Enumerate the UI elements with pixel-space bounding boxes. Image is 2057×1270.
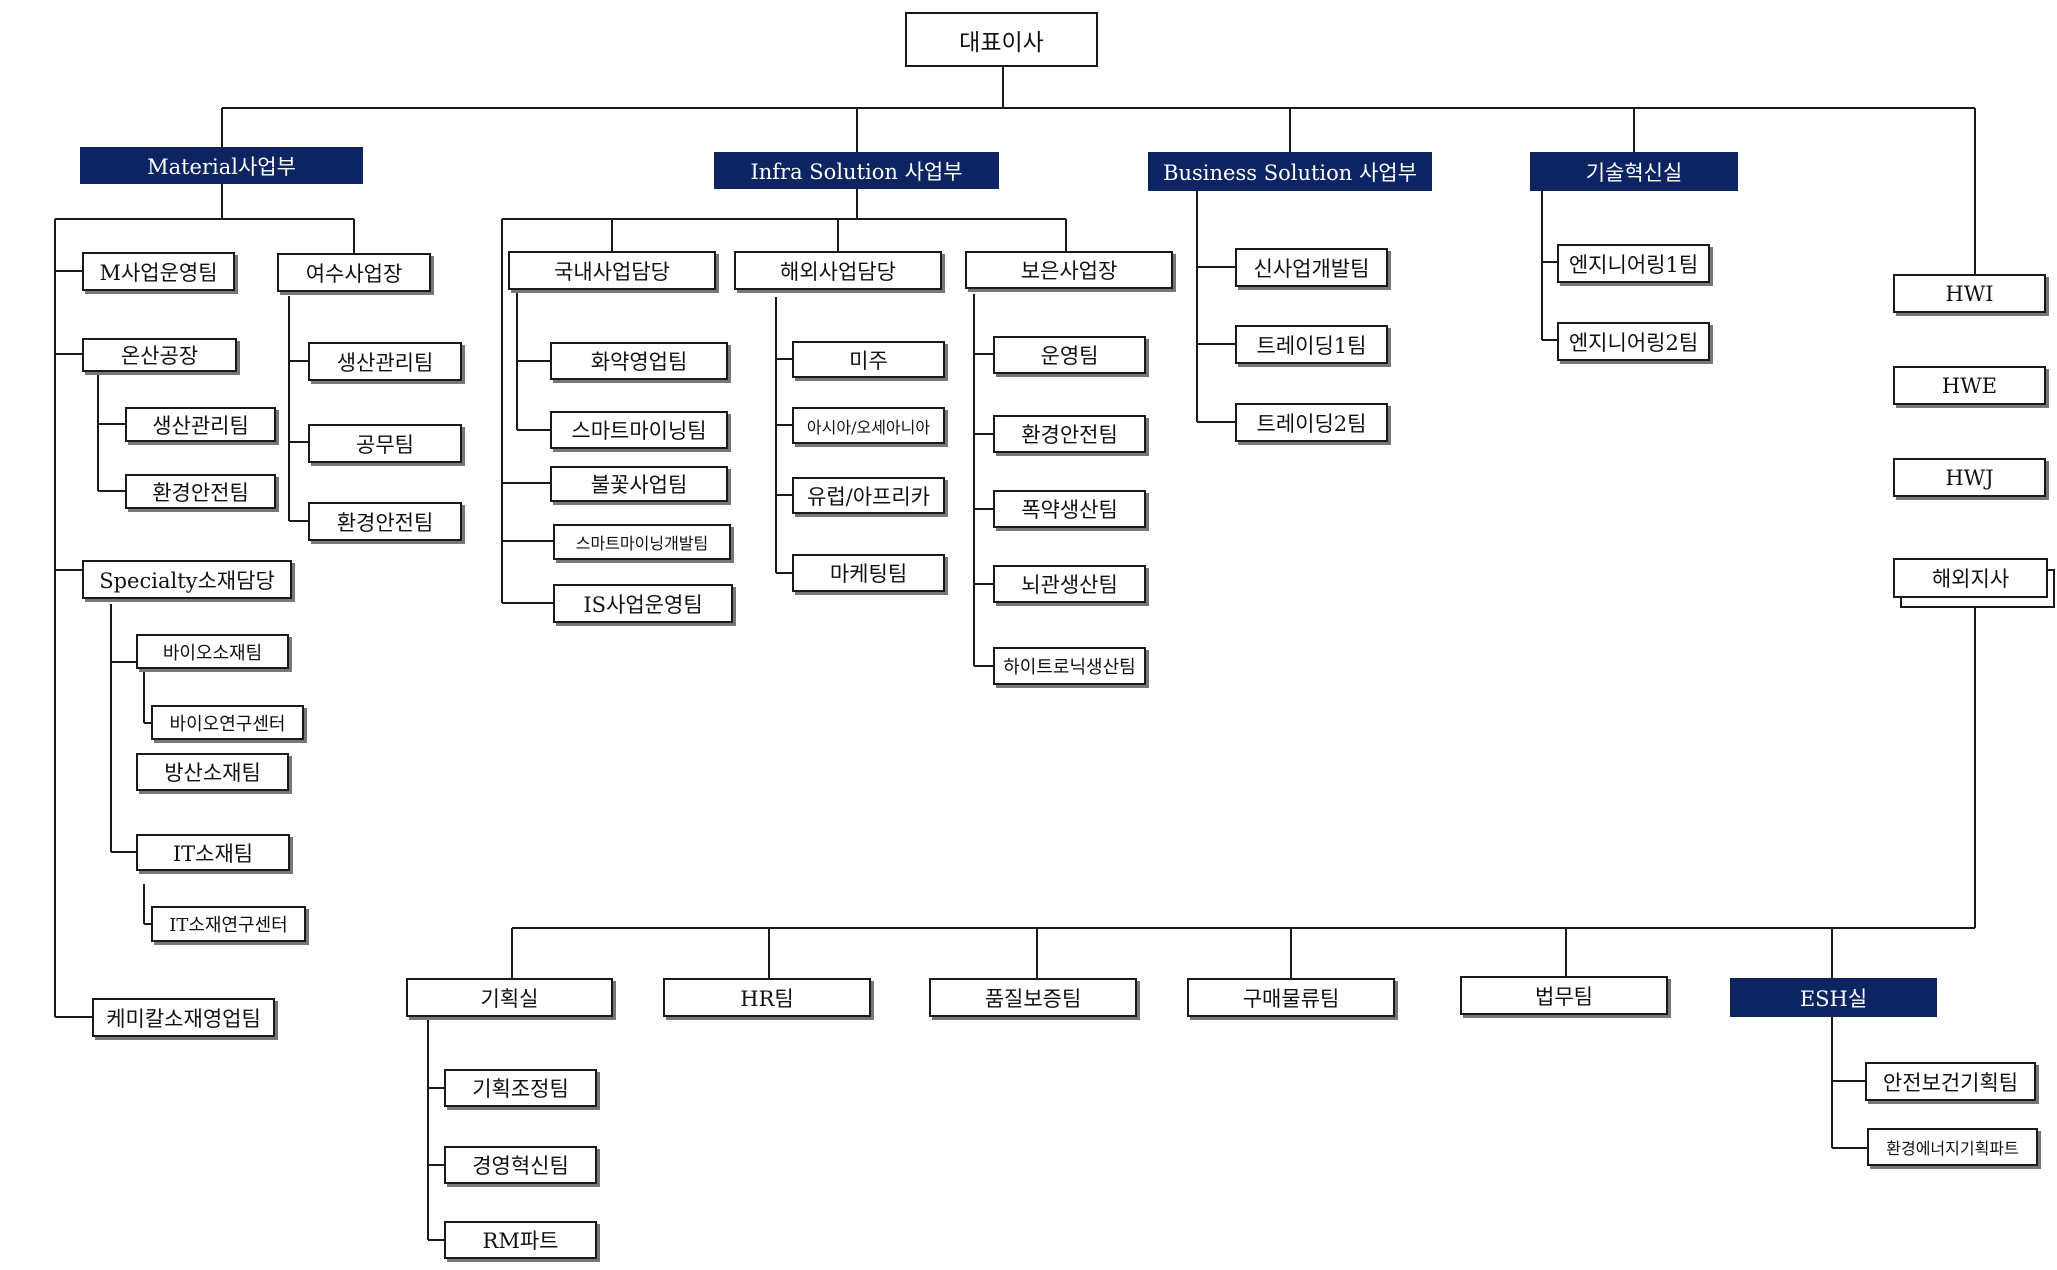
trading-2-team: 트레이딩2팀 <box>1235 403 1388 442</box>
overseas-branch-box: 해외지사 <box>1893 558 2048 598</box>
bio-materials-team: 바이오소재팀 <box>136 634 289 669</box>
tech-innovation-header: 기술혁신실 <box>1530 152 1738 191</box>
onsan-production-team: 생산관리팀 <box>125 407 276 442</box>
boeun-env-safety-team: 환경안전팀 <box>993 415 1146 453</box>
hwj-box: HWJ <box>1893 458 2046 497</box>
americas-team: 미주 <box>792 341 945 378</box>
hitronic-production-team: 하이트로닉생산팀 <box>993 647 1146 685</box>
hwi-box: HWI <box>1893 274 2046 313</box>
onsan-plant: 온산공장 <box>82 338 237 372</box>
it-materials-team: IT소재팀 <box>136 834 290 871</box>
detonator-production-team: 뇌관생산팀 <box>993 565 1146 603</box>
fireworks-business-team: 불꽃사업팀 <box>550 466 728 502</box>
it-materials-research-center: IT소재연구센터 <box>151 906 306 942</box>
defense-materials-team: 방산소재팀 <box>136 753 289 791</box>
env-energy-planning-part: 환경에너지기획파트 <box>1867 1128 2038 1166</box>
boeun-site: 보은사업장 <box>965 251 1173 289</box>
planning-coordination-team: 기획조정팀 <box>444 1069 597 1107</box>
purchasing-logistics-team: 구매물류팀 <box>1187 978 1395 1017</box>
trading-1-team: 트레이딩1팀 <box>1235 325 1388 364</box>
hwe-box: HWE <box>1893 366 2046 405</box>
yeosu-site: 여수사업장 <box>277 253 431 292</box>
ceo-box: 대표이사 <box>905 12 1098 67</box>
safety-health-planning-team: 안전보건기획팀 <box>1865 1062 2036 1101</box>
quality-assurance-team: 품질보증팀 <box>929 978 1137 1017</box>
smart-mining-dev-team: 스마트마이닝개발팀 <box>553 524 731 560</box>
engineering-1-team: 엔지니어링1팀 <box>1557 244 1710 283</box>
explosives-sales-team: 화약영업팀 <box>550 342 728 380</box>
infra-division-header: Infra Solution 사업부 <box>714 152 999 189</box>
boeun-operations-team: 운영팀 <box>993 336 1146 374</box>
hr-team: HR팀 <box>663 978 871 1017</box>
smart-mining-team: 스마트마이닝팀 <box>550 411 728 449</box>
yeosu-works-team: 공무팀 <box>308 424 462 463</box>
marketing-team: 마케팅팀 <box>792 554 945 592</box>
specialty-materials-lead: Specialty소재담당 <box>82 560 292 599</box>
europe-africa-team: 유럽/아프리카 <box>792 477 945 514</box>
domestic-business-lead: 국내사업담당 <box>508 251 716 290</box>
explosives-production-team: 폭약생산팀 <box>993 490 1146 528</box>
bio-research-center: 바이오연구센터 <box>151 705 304 740</box>
rm-part: RM파트 <box>444 1221 597 1259</box>
management-innovation-team: 경영혁신팀 <box>444 1146 597 1184</box>
m-business-ops-team: M사업운영팀 <box>82 252 235 291</box>
business-division-header: Business Solution 사업부 <box>1148 152 1432 191</box>
new-business-dev-team: 신사업개발팀 <box>1235 248 1388 287</box>
overseas-business-lead: 해외사업담당 <box>734 251 942 290</box>
chemical-materials-sales-team: 케미칼소재영업팀 <box>92 998 275 1037</box>
planning-office: 기획실 <box>406 978 613 1017</box>
is-business-ops-team: IS사업운영팀 <box>553 584 733 623</box>
onsan-env-safety-team: 환경안전팀 <box>125 474 276 509</box>
yeosu-production-team: 생산관리팀 <box>308 342 462 381</box>
asia-oceania-team: 아시아/오세아니아 <box>792 407 945 444</box>
yeosu-env-safety-team: 환경안전팀 <box>308 502 462 541</box>
esh-office: ESH실 <box>1730 978 1937 1017</box>
engineering-2-team: 엔지니어링2팀 <box>1557 322 1710 361</box>
legal-team: 법무팀 <box>1460 976 1668 1015</box>
material-division-header: Material사업부 <box>80 147 363 184</box>
